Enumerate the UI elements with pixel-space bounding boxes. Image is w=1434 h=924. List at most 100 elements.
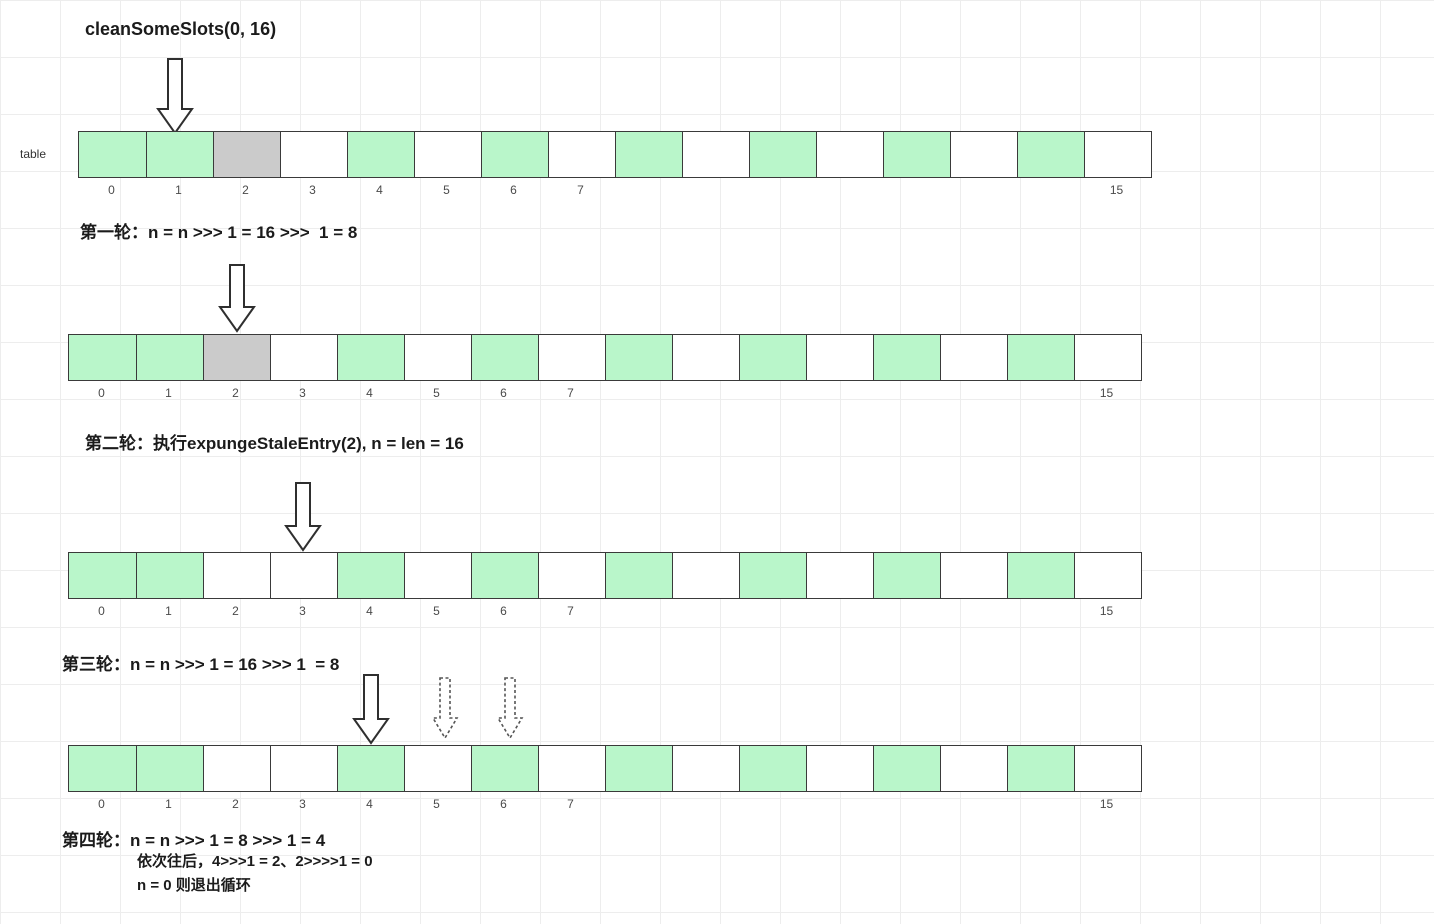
dotted-down-arrow-icon bbox=[496, 677, 524, 740]
slot-cell-empty bbox=[538, 335, 605, 380]
slot-cell-empty bbox=[538, 746, 605, 791]
index-label bbox=[949, 183, 1016, 197]
slot-cell-entry bbox=[605, 335, 672, 380]
slot-cell-empty bbox=[414, 132, 481, 177]
index-label: 15 bbox=[1099, 386, 1114, 400]
index-label: 15 bbox=[1099, 604, 1114, 618]
index-label: 3 bbox=[299, 604, 306, 618]
caption-round3: 第三轮：n = n >>> 1 = 16 >>> 1 = 8 bbox=[62, 655, 340, 674]
table-label: table bbox=[20, 147, 47, 161]
index-label: 2 bbox=[232, 386, 239, 400]
slot-cell-entry bbox=[873, 746, 940, 791]
slot-cell-entry bbox=[1007, 746, 1074, 791]
slot-cell-entry bbox=[749, 132, 816, 177]
index-label bbox=[1006, 797, 1073, 811]
index-label: 4 bbox=[366, 604, 373, 618]
index-label bbox=[872, 797, 939, 811]
slot-cell-entry bbox=[146, 132, 213, 177]
slot-cell-empty bbox=[203, 746, 270, 791]
index-label bbox=[939, 797, 1006, 811]
index-label bbox=[671, 386, 738, 400]
slot-cell-entry bbox=[136, 746, 203, 791]
slot-row-round1 bbox=[68, 334, 1142, 381]
slot-cell-empty bbox=[806, 335, 873, 380]
index-label: 0 bbox=[98, 797, 105, 811]
index-label: 6 bbox=[510, 183, 517, 197]
index-label: 15 bbox=[1109, 183, 1124, 197]
slot-cell-empty bbox=[940, 553, 1007, 598]
slot-cell-entry bbox=[136, 335, 203, 380]
caption-round1: 第一轮：n = n >>> 1 = 16 >>> 1 = 8 bbox=[80, 223, 358, 242]
slot-cell-entry bbox=[69, 746, 136, 791]
slot-cell-entry bbox=[337, 335, 404, 380]
slot-cell-empty bbox=[404, 335, 471, 380]
index-label: 15 bbox=[1099, 797, 1114, 811]
slot-row-round3 bbox=[68, 745, 1142, 792]
slot-cell-entry bbox=[136, 553, 203, 598]
down-arrow-icon bbox=[156, 58, 194, 135]
index-label bbox=[671, 797, 738, 811]
index-label bbox=[805, 797, 872, 811]
slot-cell-empty bbox=[280, 132, 347, 177]
slot-cell-stale bbox=[213, 132, 280, 177]
slot-cell-entry bbox=[873, 335, 940, 380]
slot-cell-empty bbox=[672, 746, 739, 791]
index-label: 1 bbox=[165, 604, 172, 618]
index-label bbox=[604, 797, 671, 811]
slot-cell-empty bbox=[672, 553, 739, 598]
slot-cell-empty bbox=[270, 553, 337, 598]
index-label: 7 bbox=[567, 604, 574, 618]
index-label bbox=[1006, 386, 1073, 400]
slot-cell-empty bbox=[1074, 746, 1141, 791]
index-label: 7 bbox=[567, 797, 574, 811]
slot-cell-empty bbox=[1074, 553, 1141, 598]
slot-cell-entry bbox=[873, 553, 940, 598]
down-arrow-icon bbox=[218, 264, 256, 333]
slot-cell-empty bbox=[404, 746, 471, 791]
dotted-down-arrow-icon bbox=[431, 677, 459, 740]
slot-cell-empty bbox=[806, 746, 873, 791]
index-label: 6 bbox=[500, 386, 507, 400]
index-label: 7 bbox=[567, 386, 574, 400]
slot-cell-empty bbox=[270, 746, 337, 791]
index-label: 5 bbox=[433, 386, 440, 400]
slot-cell-entry bbox=[69, 335, 136, 380]
slot-cell-empty bbox=[203, 553, 270, 598]
index-label: 4 bbox=[366, 386, 373, 400]
slot-cell-entry bbox=[481, 132, 548, 177]
slot-cell-entry bbox=[883, 132, 950, 177]
slot-cell-entry bbox=[605, 746, 672, 791]
slot-cell-empty bbox=[1084, 132, 1151, 177]
slot-cell-empty bbox=[682, 132, 749, 177]
slot-cell-entry bbox=[337, 553, 404, 598]
slot-cell-empty bbox=[940, 335, 1007, 380]
slot-cell-entry bbox=[1007, 335, 1074, 380]
caption-round4-note1: 依次往后，4>>>1 = 2、2>>>>1 = 0 bbox=[137, 853, 373, 870]
slot-cell-empty bbox=[404, 553, 471, 598]
index-label bbox=[805, 386, 872, 400]
slot-cell-entry bbox=[471, 553, 538, 598]
slot-cell-empty bbox=[940, 746, 1007, 791]
index-label: 2 bbox=[242, 183, 249, 197]
caption-round2: 第二轮：执行expungeStaleEntry(2), n = len = 16 bbox=[85, 434, 464, 453]
slot-row-round2 bbox=[68, 552, 1142, 599]
index-label bbox=[939, 386, 1006, 400]
slot-cell-entry bbox=[739, 335, 806, 380]
index-label bbox=[815, 183, 882, 197]
slot-cell-empty bbox=[806, 553, 873, 598]
index-label bbox=[805, 604, 872, 618]
slot-cell-entry bbox=[739, 746, 806, 791]
index-label: 5 bbox=[443, 183, 450, 197]
index-label bbox=[748, 183, 815, 197]
index-label: 1 bbox=[165, 386, 172, 400]
index-label bbox=[738, 604, 805, 618]
slot-cell-entry bbox=[739, 553, 806, 598]
index-label bbox=[738, 386, 805, 400]
index-label: 0 bbox=[98, 604, 105, 618]
index-label: 1 bbox=[175, 183, 182, 197]
